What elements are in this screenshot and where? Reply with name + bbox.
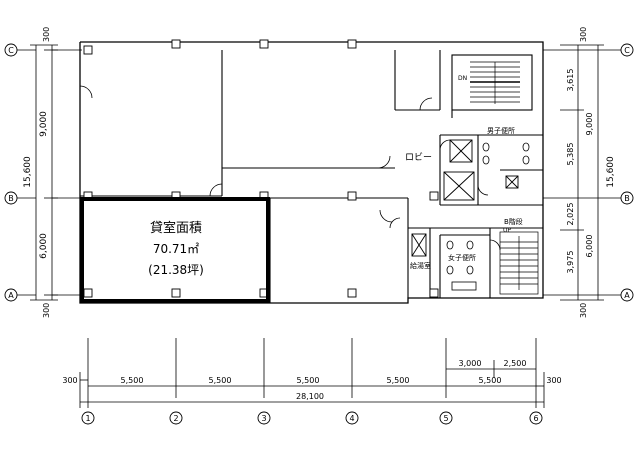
left-dim-lower: 6,000 [39,233,49,259]
bottom-dim-span-2: 5,500 [209,376,232,385]
grid-col-6: 6 [533,414,538,423]
grid-row-b-right: B [624,194,630,203]
right-dimensions [543,44,604,301]
stair-treads-top [470,61,520,104]
left-dim-total: 15,600 [23,156,33,188]
right-dim-r5: 3,975 [566,251,575,274]
grid-markers-right [604,43,634,302]
toilet-fixtures [446,142,530,291]
stair-dn-label: DN [458,75,467,82]
bottom-dim-sub-2: 2,500 [504,359,527,368]
right-dim-r6: 6,000 [585,235,594,258]
grid-row-c-left: C [8,46,14,55]
grid-col-1: 1 [85,414,90,423]
grid-row-a-left: A [8,291,14,300]
room-label-lobby: ロビー [405,152,432,163]
bottom-dim-span-3: 5,500 [297,376,320,385]
right-dim-r2: 9,000 [585,113,594,136]
grid-markers-left [4,43,36,302]
left-dimensions [30,44,82,301]
rental-area-tsubo: (21.38坪) [148,263,204,277]
stair-up-label: UP [503,227,511,234]
bottom-dimensions [79,338,545,408]
bottom-dim-span-1: 5,500 [121,376,144,385]
right-dim-total: 15,600 [606,156,616,188]
left-dim-upper: 9,000 [39,111,49,137]
grid-col-2: 2 [173,414,178,423]
bottom-dim-span-4: 5,500 [387,376,410,385]
rental-area-title: 貸室面積 [150,220,202,236]
grid-col-3: 3 [261,414,266,423]
room-label-stair: B階段 [504,217,523,226]
stair-treads-bottom [499,231,539,295]
columns [83,39,439,298]
grid-col-5: 5 [443,414,448,423]
left-dim-top: 300 [42,27,51,42]
bottom-dim-span-5: 5,500 [479,376,502,385]
bottom-dim-end-left: 300 [62,376,77,385]
room-label-womens-toilet: 女子便所 [448,253,476,262]
grid-row-a-right: A [624,291,630,300]
left-dim-bottom: 300 [42,303,51,318]
right-dim-r4: 2,025 [566,203,575,226]
room-label-kitchen: 給湯室 [410,261,431,270]
grid-row-c-right: C [624,46,630,55]
room-label-mens-toilet: 男子便所 [487,126,515,135]
right-dim-r1: 3,615 [566,69,575,92]
bottom-dim-total: 28,100 [296,392,324,401]
right-dim-r3: 5,385 [566,143,575,166]
grid-markers-bottom [81,411,543,425]
grid-col-4: 4 [349,414,354,423]
right-dim-top: 300 [579,27,588,42]
rental-area-highlight [80,197,270,303]
rental-area-m2: 70.71㎡ [153,242,199,256]
elevator-shafts [411,139,519,257]
grid-row-b-left: B [8,194,14,203]
right-dim-bottom: 300 [579,303,588,318]
door-swings [79,85,501,251]
bottom-dim-end-right: 300 [546,376,561,385]
bottom-dim-sub-1: 3,000 [459,359,482,368]
